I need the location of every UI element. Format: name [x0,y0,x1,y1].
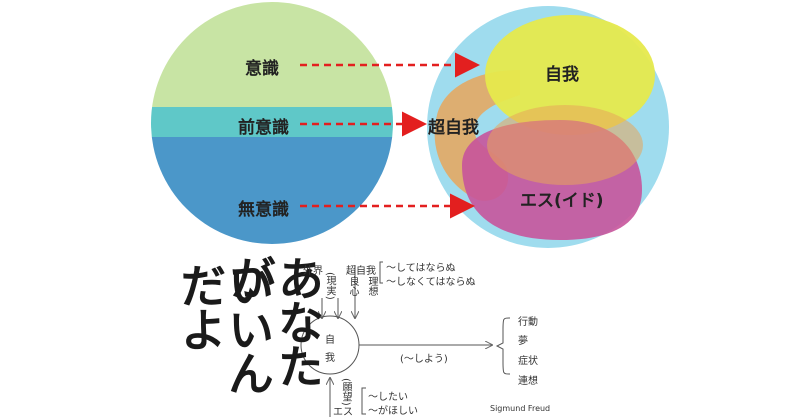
reality-label: (現実) [324,272,335,300]
must-label: 〜しなくてはならぬ [386,277,476,288]
conscious-label: 意識 [245,59,279,79]
es-label: エス [333,407,353,418]
calligraphy-col-2: いいんだよ [173,262,275,394]
preconscious-label: 前意識 [238,118,289,138]
unconscious-region [151,137,393,244]
freud-line-diagram [300,261,511,417]
output-dream: 夢 [518,336,528,347]
want-to-label: 〜したい [368,392,408,403]
shall-label: (〜しよう) [400,354,448,365]
output-symptom: 症状 [518,356,538,367]
preconscious-region [151,107,393,137]
structure-circle [427,6,669,248]
outputs-brace [495,317,511,375]
overlap-shape [487,105,643,185]
ego-char-2: 我 [325,353,335,364]
superego-small-label: 超自我 [346,266,376,277]
want-label: 〜がほしい [368,406,418,417]
freud-credit: Sigmund Freud [490,404,551,413]
ego-label: 自我 [545,65,579,85]
unconscious-label: 無意識 [238,200,289,220]
desire-label: (願望) [340,378,351,406]
conscience-label: 良心 [347,276,358,296]
ideal-label: 理想 [366,276,377,296]
superego-label: 超自我 [428,118,479,138]
output-association: 連想 [518,376,538,387]
ego-char-1: 自 [325,335,335,346]
output-action: 行動 [518,317,538,328]
calligraphy-col-1: あなたが [223,255,325,387]
id-label: エス(イド) [520,191,604,211]
ego-shape [485,15,655,135]
must-not-label: 〜してはならぬ [386,263,456,274]
outer-world-label: 外界 [303,266,323,277]
